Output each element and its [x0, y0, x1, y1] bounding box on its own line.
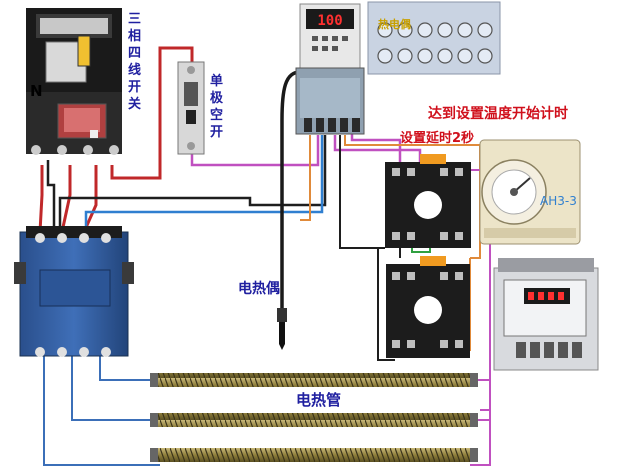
black-wire — [339, 135, 385, 249]
red-wire — [60, 165, 72, 233]
label-char: 开 — [128, 80, 141, 95]
single-pole-breaker-label: 单 极 空 开 — [210, 73, 224, 140]
heater-tube — [150, 448, 478, 462]
label-char: 线 — [128, 62, 141, 78]
thermocouple-label: 电热偶 — [238, 280, 280, 297]
red-wire — [82, 165, 98, 233]
delay-note: 设置延时2秒 — [400, 130, 474, 146]
black-wire — [46, 160, 56, 232]
thermocouple-terminal-panel: 热电偶 — [367, 1, 501, 75]
blue-wire — [99, 355, 160, 381]
orange-wire — [300, 135, 311, 221]
red-wire — [110, 46, 194, 180]
four-pole-breaker-label: 三 相 四 线 开 关 — [128, 12, 141, 112]
single-pole-breaker[interactable] — [177, 61, 205, 155]
n-terminal-label: N — [30, 82, 43, 100]
heater-tube — [150, 373, 478, 387]
label-char: 开 — [210, 125, 223, 140]
blue-wire — [71, 355, 160, 421]
purple-wire — [470, 379, 491, 466]
blue-wire — [43, 355, 160, 466]
label-char: 空 — [210, 107, 223, 123]
label-char: 四 — [128, 46, 141, 61]
relay-model-label: AH3-3 — [540, 194, 577, 208]
heater-tube-label: 电热管 — [296, 391, 341, 409]
label-char: 关 — [128, 96, 141, 112]
temperature-controller[interactable]: 100 — [295, 3, 365, 135]
ah3-time-relay[interactable]: AH3-3 — [479, 139, 581, 245]
black-wire — [58, 135, 327, 232]
blue-wire — [84, 135, 324, 232]
timing-note: 达到设置温度开始计时 — [428, 105, 568, 122]
relay-socket-upper — [385, 154, 471, 248]
ac-contactor — [14, 226, 134, 357]
label-char: 相 — [128, 28, 141, 44]
label-char: 三 — [128, 12, 141, 27]
heater-tube — [150, 413, 478, 427]
four-pole-breaker[interactable]: N — [26, 8, 122, 155]
digital-timer[interactable] — [493, 258, 599, 371]
breaker-handle[interactable] — [77, 35, 91, 67]
heater-tubes — [150, 373, 478, 462]
temperature-readout: 100 — [317, 13, 342, 29]
thermocouple-panel-label: 热电偶 — [378, 17, 411, 31]
black-wire — [377, 247, 395, 361]
purple-wire — [190, 135, 320, 167]
label-char: 极 — [210, 90, 224, 106]
relay-socket-lower — [386, 256, 470, 358]
label-char: 单 — [210, 73, 223, 89]
thermocouple-probe — [277, 308, 287, 350]
breaker-handle[interactable] — [186, 110, 196, 124]
red-wire — [38, 165, 44, 233]
